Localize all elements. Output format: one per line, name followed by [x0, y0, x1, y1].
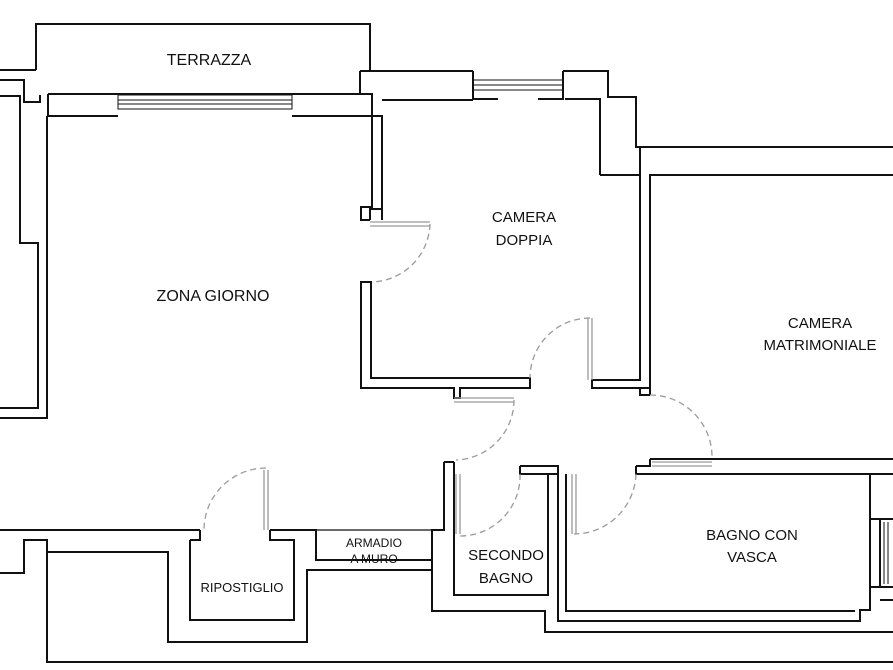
door-bagno-vasca-swing: [649, 394, 713, 460]
door-corridor-leaf: [454, 397, 514, 403]
label-terrazza: TERRAZZA: [167, 52, 252, 69]
label-armadio-a-muro-2: A MURO: [350, 552, 397, 566]
door-matrimoniale-swing-a: [529, 317, 591, 379]
label-zona-giorno: ZONA GIORNO: [157, 288, 270, 305]
label-camera-matrimoniale-2: MATRIMONIALE: [763, 337, 876, 354]
door-ripostiglio-leaf: [263, 470, 269, 530]
label-camera-matrimoniale-1: CAMERA: [788, 315, 852, 332]
door-ripostiglio-swing: [203, 467, 267, 531]
window-zona-giorno: [117, 94, 293, 110]
door-matrimoniale-leaf: [587, 318, 593, 380]
windows: [117, 79, 564, 110]
door-bagno-vasca-2-leaf: [571, 474, 577, 534]
label-ripostiglio: RIPOSTIGLIO: [200, 580, 283, 595]
door-bagno-vasca-leaf: [652, 461, 712, 467]
label-secondo-bagno-1: SECONDO: [468, 547, 544, 564]
label-camera-doppia-2: DOPPIA: [496, 232, 553, 249]
label-bagno-con-vasca-2: VASCA: [727, 549, 777, 566]
doors: [203, 221, 713, 537]
door-secondo-bagno-swing: [459, 473, 521, 537]
door-bagno-vasca-2-swing: [573, 473, 637, 535]
door-secondo-bagno-leaf: [455, 474, 461, 534]
label-armadio-a-muro-1: ARMADIO: [346, 536, 402, 550]
door-camera-doppia-leaf: [370, 221, 430, 227]
outer-walls: [0, 69, 893, 663]
label-bagno-con-vasca-1: BAGNO CON: [706, 527, 798, 544]
door-corridor-swing: [455, 399, 515, 461]
label-secondo-bagno-2: BAGNO: [479, 570, 533, 587]
door-camera-doppia-swing: [371, 223, 431, 283]
label-camera-doppia-1: CAMERA: [492, 209, 556, 226]
